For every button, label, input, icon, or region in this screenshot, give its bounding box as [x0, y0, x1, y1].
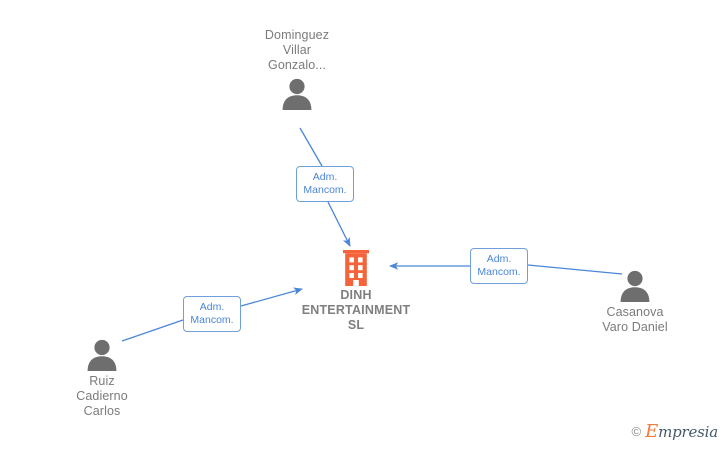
building-icon [343, 250, 369, 286]
edge-line-casanova-company [527, 264, 623, 275]
node-label-dominguez: Dominguez Villar Gonzalo... [264, 28, 330, 72]
person-icon [87, 339, 117, 371]
edge-line-dominguez-company [299, 127, 323, 167]
node-label-ruiz: Ruiz Cadierno Carlos [76, 374, 128, 418]
node-person-ruiz[interactable]: Ruiz Cadierno Carlos [22, 337, 182, 419]
brand-rest: mpresia [658, 423, 718, 441]
edge-line-ruiz-company [121, 319, 184, 342]
edge-arrow-dominguez-company [327, 201, 351, 247]
edge-label-ruiz-company[interactable]: Adm. Mancom. [183, 296, 241, 332]
brand-initial: E [645, 421, 659, 442]
edge-label-dominguez-company[interactable]: Adm. Mancom. [296, 166, 354, 202]
edge-arrow-ruiz-company [240, 287, 303, 307]
copyright-icon: © [631, 424, 642, 439]
watermark: © Empresia [631, 421, 719, 442]
node-label-casanova: Casanova Varo Daniel [602, 305, 668, 334]
node-company-dinh-entertainment[interactable]: DINH ENTERTAINMENT SL [276, 250, 436, 333]
person-icon [282, 78, 312, 110]
brand-name: Empresia [645, 421, 718, 442]
edge-label-casanova-company[interactable]: Adm. Mancom. [470, 248, 528, 284]
node-person-dominguez[interactable]: Dominguez Villar Gonzalo... [217, 28, 377, 110]
node-person-casanova[interactable]: Casanova Varo Daniel [555, 268, 715, 335]
person-icon [620, 270, 650, 302]
node-label-company: DINH ENTERTAINMENT SL [301, 288, 411, 332]
